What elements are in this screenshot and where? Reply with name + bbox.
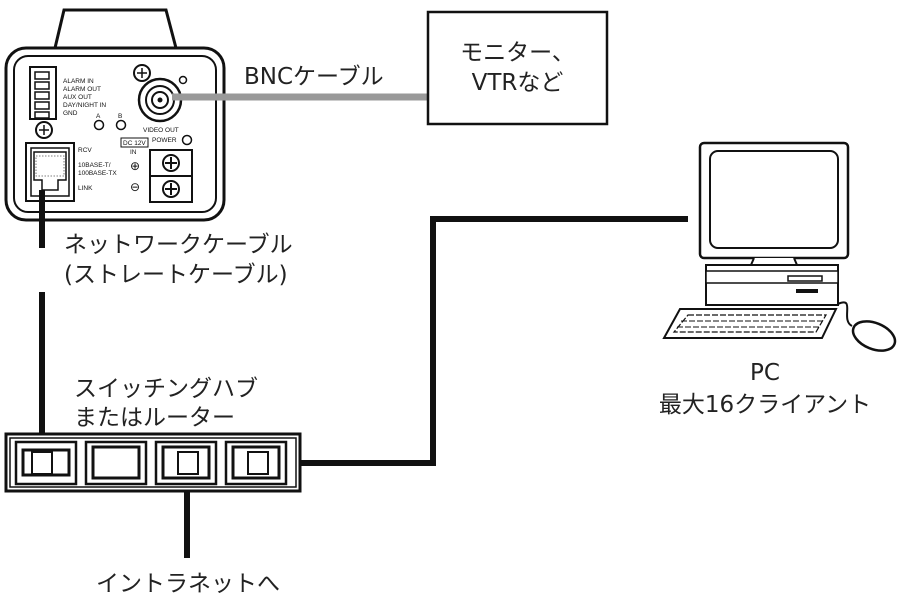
pc: [662, 141, 897, 352]
dc-in-label: IN: [130, 149, 137, 156]
dc-12v-label: DC 12V: [123, 140, 146, 147]
keyboard-icon: [662, 308, 838, 339]
camera: ALARM IN ALARM OUT AUX OUT DAY/NIGHT IN …: [4, 8, 226, 222]
plus-sign: ⊕: [130, 159, 140, 173]
pc-desktop-unit-icon: [705, 264, 839, 306]
network-cable-label-line2: (ストレートケーブル): [64, 262, 288, 288]
terminal-label-alarm-out: ALARM OUT: [63, 86, 101, 93]
led-a-icon: [93, 119, 105, 131]
terminal-label-day-night-in: DAY/NIGHT IN: [63, 102, 106, 109]
monitor-label-line2: VTRなど: [471, 70, 564, 96]
power-label: POWER: [152, 137, 177, 144]
hub-port: [84, 440, 148, 486]
network-cable-label-line1: ネットワークケーブル: [64, 232, 293, 258]
power-terminal: [149, 149, 193, 203]
hub-label-line2: またはルーター: [74, 405, 235, 431]
bnc-connector: [137, 77, 183, 123]
led-b-icon: [115, 119, 127, 131]
lan-port: [25, 142, 75, 202]
terminal-label-alarm-in: ALARM IN: [63, 78, 94, 85]
lan-spec-label: 100BASE-TX: [78, 170, 117, 177]
power-led-icon: [181, 134, 193, 146]
pc-monitor-icon: [698, 141, 850, 279]
network-cable-pc: [265, 216, 688, 466]
minus-sign: ⊖: [130, 180, 140, 194]
mouse-icon: [851, 320, 897, 352]
pc-label: PC: [750, 360, 780, 386]
intranet-label: イントラネットへ: [96, 571, 280, 597]
terminal-label-gnd: GND: [63, 110, 78, 117]
lan-spec-label: 10BASE-T/: [78, 162, 111, 169]
hub-label-line1: スイッチングハブ: [74, 376, 258, 402]
led-a-label: A: [96, 113, 101, 120]
terminal-block: [29, 66, 57, 120]
terminal-label-aux-out: AUX OUT: [63, 94, 92, 101]
bnc-cable-label: BNCケーブル: [244, 64, 384, 90]
rcv-label: RCV: [78, 147, 92, 154]
pc-client-count-label: 最大16クライアント: [658, 392, 872, 418]
video-out-label: VIDEO OUT: [143, 127, 179, 134]
monitor-label-line1: モニター、: [460, 40, 575, 66]
monitor-box: [426, 10, 609, 126]
switching-hub: [4, 432, 302, 493]
led-b-label: B: [118, 113, 122, 120]
link-label: LINK: [78, 185, 93, 192]
